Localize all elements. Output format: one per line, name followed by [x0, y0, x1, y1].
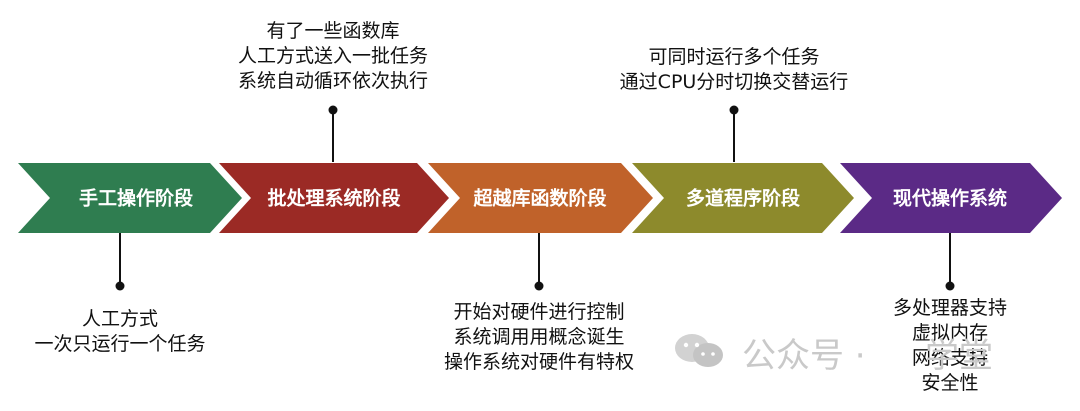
wechat-icon — [675, 334, 723, 367]
stage-chevron-3 — [428, 163, 653, 233]
connector-dot-4 — [729, 105, 739, 115]
note-line: 虚拟内存 — [911, 322, 988, 344]
stage-chevron-5 — [840, 163, 1062, 233]
stage-chevron-4 — [632, 163, 854, 233]
stage-chevron-2 — [219, 163, 449, 233]
note-stage-5: 多处理器支持 虚拟内存 网络支持 安全性 — [870, 296, 1030, 396]
note-line: 系统自动循环依次执行 — [237, 70, 428, 92]
connector-dot-1 — [115, 281, 125, 291]
connector-dot-3 — [534, 281, 544, 291]
note-stage-1: 人工方式 一次只运行一个任务 — [20, 307, 220, 357]
note-stage-2: 有了一些函数库 人工方式送入一批任务 系统自动循环依次执行 — [213, 19, 453, 94]
watermark-text: 公众号 · — [742, 336, 866, 376]
connector-dot-2 — [328, 105, 338, 115]
note-line: 开始对硬件进行控制 — [453, 301, 625, 323]
note-line: 人工方式送入一批任务 — [237, 45, 428, 67]
stage-label-1: 手工操作阶段 — [79, 187, 194, 210]
stage-label-5: 现代操作系统 — [893, 187, 1007, 210]
stage-label-3: 超越库函数阶段 — [472, 187, 607, 210]
stage-chevron-1 — [18, 163, 242, 233]
watermark-text-partial: 学堂 — [925, 336, 993, 376]
note-line: 操作系统对硬件有特权 — [443, 351, 634, 373]
note-line: 有了一些函数库 — [266, 20, 400, 42]
connector-dot-5 — [945, 281, 955, 291]
note-line: 可同时运行多个任务 — [648, 46, 820, 68]
note-line: 人工方式 — [81, 308, 158, 330]
stage-label-2: 批处理系统阶段 — [267, 187, 401, 210]
note-line: 一次只运行一个任务 — [34, 333, 206, 355]
note-stage-4: 可同时运行多个任务 通过CPU分时切换交替运行 — [604, 45, 864, 95]
note-line: 通过CPU分时切换交替运行 — [619, 71, 849, 93]
note-line: 安全性 — [921, 372, 979, 394]
watermark: 公众号 · 学堂 — [670, 330, 1050, 376]
stage-label-4: 多道程序阶段 — [686, 187, 801, 210]
note-stage-3: 开始对硬件进行控制 系统调用用概念诞生 操作系统对硬件有特权 — [419, 300, 659, 375]
note-line: 网络支持 — [911, 347, 988, 369]
note-line: 系统调用用概念诞生 — [453, 326, 625, 348]
note-line: 多处理器支持 — [892, 297, 1007, 319]
